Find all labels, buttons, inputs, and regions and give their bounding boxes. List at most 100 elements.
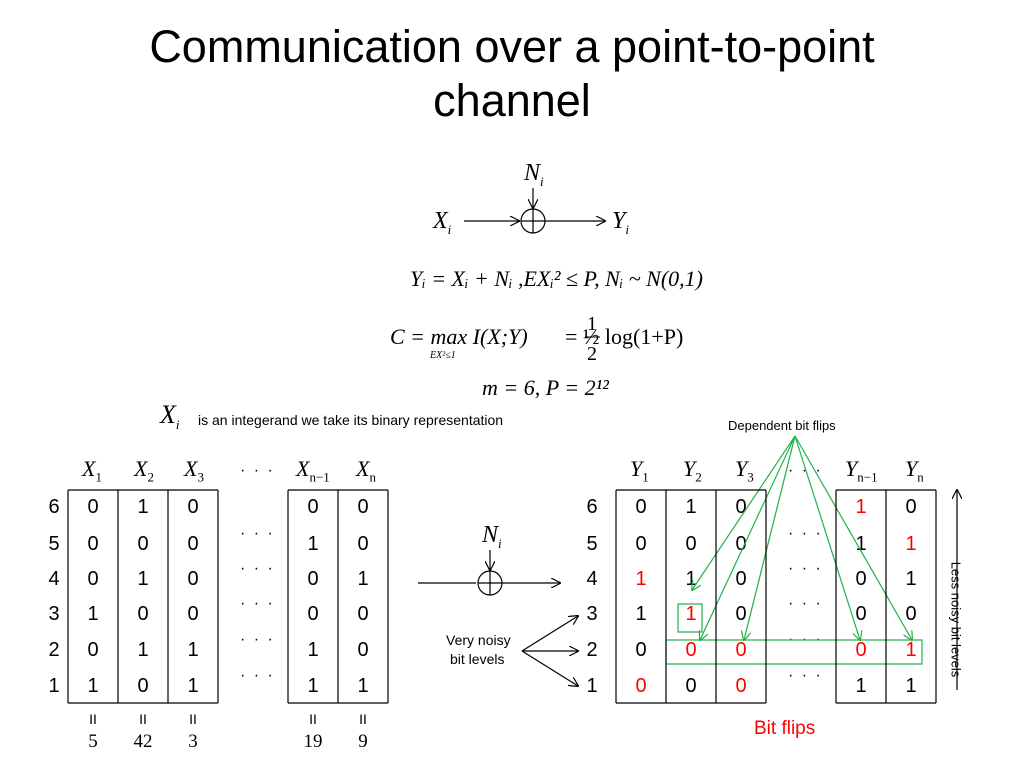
channel-output-label: Yi (612, 208, 629, 237)
bit-cell: 0 (685, 639, 697, 661)
row-label: 5 (586, 533, 598, 555)
bit-cell: 1 (137, 496, 149, 518)
decimal-value: 3 (188, 731, 198, 752)
dependent-flip-arrows (665, 435, 923, 665)
bit-cell: 1 (635, 568, 647, 590)
left-header-xn: Xn (356, 456, 376, 485)
row-label: 1 (48, 675, 60, 697)
bit-cell: 1 (187, 639, 199, 661)
xi-symbol: Xi (160, 400, 180, 433)
bit-cell: 1 (87, 603, 99, 625)
left-header-x1: X1 (82, 456, 102, 485)
bit-cell: 0 (137, 675, 149, 697)
dependent-flips-label: Dependent bit flips (728, 418, 836, 433)
bit-cell: 0 (855, 568, 867, 590)
very-noisy-label-1: Very noisy (446, 632, 511, 648)
bit-cell: 0 (735, 533, 747, 555)
equals-sign: II (89, 711, 97, 727)
bit-cell: 0 (357, 639, 369, 661)
bit-cell: 0 (87, 533, 99, 555)
bit-flips-label: Bit flips (754, 718, 816, 739)
bit-cell: 0 (855, 639, 867, 661)
bit-cell: 0 (187, 603, 199, 625)
row-label: 1 (586, 675, 598, 697)
row-dots: · · · (240, 525, 275, 542)
decimal-value: 19 (303, 731, 323, 752)
row-label: 5 (48, 533, 60, 555)
row-label: 2 (48, 639, 60, 661)
bit-cell: 1 (855, 533, 867, 555)
bit-cell: 0 (357, 603, 369, 625)
row-dots: · · · (788, 560, 823, 577)
left-header-dots: · · · (240, 462, 275, 479)
svg-text:1: 1 (587, 313, 597, 335)
row-label: 3 (586, 603, 598, 625)
bit-cell: 0 (635, 496, 647, 518)
bit-cell: 1 (137, 639, 149, 661)
bit-cell: 1 (307, 675, 319, 697)
bit-cell: 1 (685, 603, 697, 625)
bit-cell: 0 (137, 603, 149, 625)
bit-cell: 0 (735, 568, 747, 590)
middle-channel-diagram (418, 550, 560, 596)
channel-input-label: Xi (433, 208, 452, 237)
row-label: 4 (48, 568, 60, 590)
row-dots: · · · (240, 667, 275, 684)
bit-cell: 1 (905, 675, 917, 697)
bit-cell: 0 (357, 496, 369, 518)
row-dots: · · · (788, 595, 823, 612)
bit-cell: 0 (87, 568, 99, 590)
bit-cell: 0 (187, 496, 199, 518)
bit-cell: 0 (685, 675, 697, 697)
left-header-x3: X3 (184, 456, 204, 485)
bit-cell: 0 (87, 496, 99, 518)
equation-capacity-sub: EX²≤1 (430, 350, 456, 361)
row-label: 3 (48, 603, 60, 625)
right-header-y3: Y3 (735, 456, 754, 485)
equals-sign: II (309, 711, 317, 727)
bit-cell: 0 (307, 568, 319, 590)
bit-cell: 0 (187, 533, 199, 555)
row-dots: · · · (240, 631, 275, 648)
bit-cell: 0 (187, 568, 199, 590)
equals-sign: II (359, 711, 367, 727)
right-header-yn-1: Yn−1 (845, 456, 878, 485)
equation-capacity-rhs: = ½ log(1+P) (565, 324, 684, 349)
row-dots: · · · (240, 595, 275, 612)
bit-cell: 1 (855, 675, 867, 697)
bit-cell: 1 (307, 639, 319, 661)
channel-noise-label: Ni (524, 160, 544, 189)
right-header-y2: Y2 (683, 456, 702, 485)
bit-cell: 0 (735, 603, 747, 625)
bit-cell: 1 (685, 496, 697, 518)
bit-cell: 1 (855, 496, 867, 518)
slide-title-line2: channel (433, 75, 591, 126)
right-header-yn: Yn (905, 456, 924, 485)
row-dots: · · · (788, 667, 823, 684)
bit-cell: 0 (735, 496, 747, 518)
row-label: 6 (586, 496, 598, 518)
bit-cell: 0 (357, 533, 369, 555)
capacity-fraction: 1 2 (585, 313, 600, 365)
decimal-value: 5 (88, 731, 98, 752)
bit-cell: 1 (137, 568, 149, 590)
bit-cell: 0 (635, 675, 647, 697)
bit-cell: 0 (855, 603, 867, 625)
bit-cell: 0 (137, 533, 149, 555)
integer-note: is an integerand we take its binary repr… (198, 412, 504, 428)
bit-cell: 0 (685, 533, 697, 555)
slide-title-line1: Communication over a point-to-point (149, 21, 875, 72)
equals-sign: II (189, 711, 197, 727)
bit-cell: 0 (905, 603, 917, 625)
row-label: 2 (586, 639, 598, 661)
bit-cell: 0 (735, 639, 747, 661)
equation-params: m = 6, P = 2¹² (482, 375, 609, 400)
right-header-y1: Y1 (630, 456, 649, 485)
top-channel-diagram (464, 188, 605, 234)
bit-cell: 0 (635, 639, 647, 661)
bit-cell: 0 (735, 675, 747, 697)
bit-cell: 0 (635, 533, 647, 555)
decimal-value: 9 (358, 731, 368, 752)
bit-cell: 1 (635, 603, 647, 625)
